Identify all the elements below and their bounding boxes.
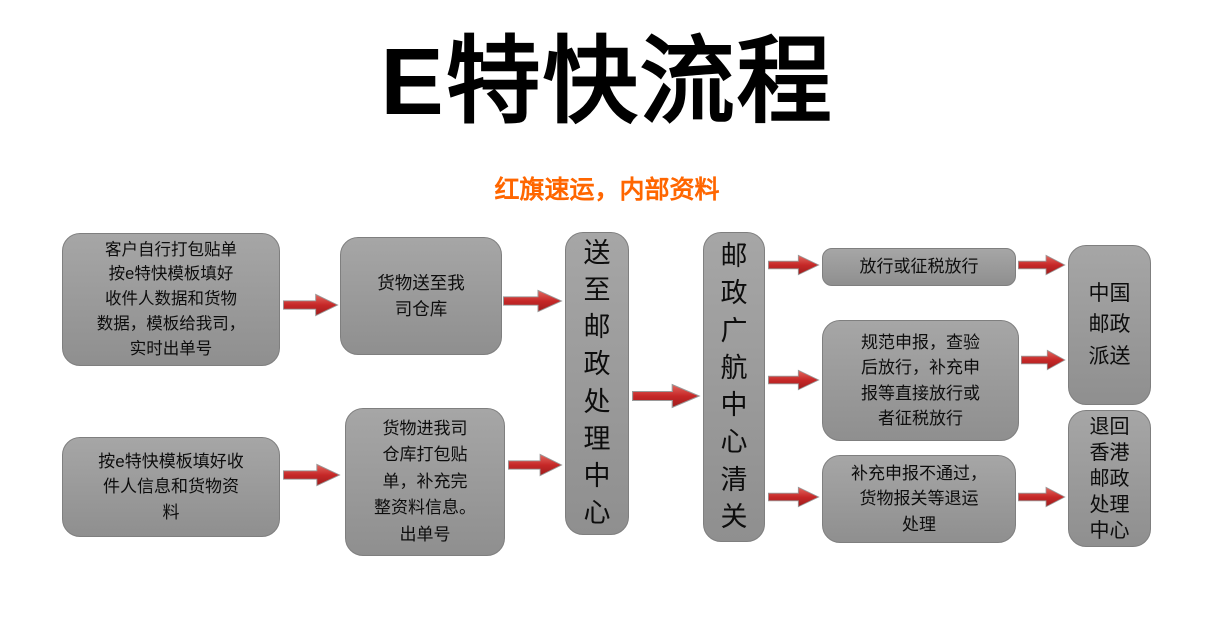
flow-arrow <box>503 289 563 313</box>
node-warehouse-pack: 货物进我司 仓库打包贴 单，补充完 整资料信息。 出单号 <box>345 408 505 556</box>
node-china-post: 中国 邮政 派送 <box>1068 245 1151 405</box>
flow-arrow <box>768 369 820 391</box>
node-label: 送 至 邮 政 处 理 中 心 <box>583 237 611 529</box>
node-declare-release: 规范申报，查验 后放行，补充申 报等直接放行或 者征税放行 <box>822 320 1019 441</box>
node-label: 放行或征税放行 <box>859 256 979 276</box>
node-postal-center: 送 至 邮 政 处 理 中 心 <box>565 232 629 535</box>
node-label: 中国 邮政 派送 <box>1088 281 1131 368</box>
node-pack-self: 客户自行打包贴单 按e特快模板填好 收件人数据和货物 数据，模板给我司， 实时出… <box>62 233 280 366</box>
node-fill-template: 按e特快模板填好收 件人信息和货物资 料 <box>62 437 280 537</box>
node-label: 规范申报，查验 后放行，补充申 报等直接放行或 者征税放行 <box>861 332 980 429</box>
flow-arrow <box>508 453 563 477</box>
node-label: 货物进我司 仓库打包贴 单，补充完 整资料信息。 出单号 <box>374 419 476 544</box>
node-deliver-warehouse: 货物送至我 司仓库 <box>340 237 502 355</box>
page-subtitle: 红旗速运，内部资料 <box>494 176 720 204</box>
node-return-hk: 退回 香港 邮政 处理 中心 <box>1068 410 1151 547</box>
flow-arrow <box>1018 254 1066 276</box>
node-label: 货物送至我 司仓库 <box>377 272 465 319</box>
node-label: 按e特快模板填好收 件人信息和货物资 料 <box>98 451 244 522</box>
flow-arrow <box>283 463 341 487</box>
node-release: 放行或征税放行 <box>822 248 1016 286</box>
flow-arrow <box>768 486 820 508</box>
page-title: E特快流程 <box>380 29 834 135</box>
node-label: 退回 香港 邮政 处理 中心 <box>1089 415 1130 542</box>
node-customs-clearance: 邮 政 广 航 中 心 清 关 <box>703 232 765 542</box>
flow-arrow <box>1018 486 1066 508</box>
node-label: 邮 政 广 航 中 心 清 关 <box>720 241 748 532</box>
flow-arrow <box>768 254 820 276</box>
flow-arrow <box>283 293 339 317</box>
node-label: 补充申报不通过， 货物报关等退运 处理 <box>851 463 987 534</box>
flow-arrow <box>1021 349 1066 371</box>
node-return-handling: 补充申报不通过， 货物报关等退运 处理 <box>822 455 1016 543</box>
node-label: 客户自行打包贴单 按e特快模板填好 收件人数据和货物 数据，模板给我司， 实时出… <box>96 240 246 358</box>
flow-arrow <box>632 383 701 409</box>
